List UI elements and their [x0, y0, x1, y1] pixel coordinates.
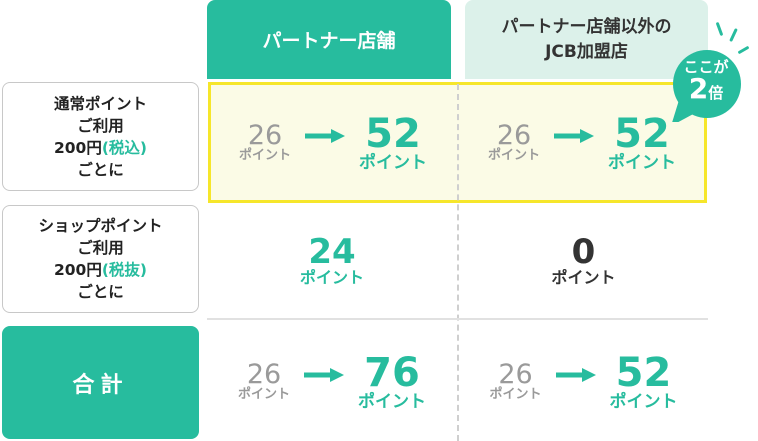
points-from: 26 ポイント	[488, 122, 540, 163]
points-shop: 0 ポイント	[551, 235, 615, 287]
points-unit: ポイント	[358, 391, 426, 412]
points-shop: 24 ポイント	[300, 235, 364, 287]
row-label-line: ごとに	[77, 160, 124, 179]
row-divider	[207, 318, 708, 320]
row-label-tax-note: (税込)	[101, 138, 148, 157]
row-label-total: 合計	[2, 326, 199, 439]
speech-bubble-icon	[672, 50, 741, 122]
cell-shop-other: 0 ポイント	[459, 206, 708, 316]
points-unit: ポイント	[359, 152, 427, 173]
badge-line2: 2倍	[669, 75, 743, 106]
points-unit: ポイント	[489, 387, 542, 403]
points-unit: ポイント	[487, 148, 540, 164]
arrow-right-icon	[304, 368, 344, 382]
points-unit: ポイント	[237, 387, 290, 403]
total-label-text: 合計	[72, 372, 129, 398]
points-to: 52 ポイント	[359, 114, 427, 173]
row-label-line: ごとに	[77, 283, 124, 301]
arrow-right-icon	[555, 368, 596, 382]
row-label-line: ご利用	[77, 239, 124, 257]
points-value: 52	[614, 110, 670, 157]
badge-multiplier: 2	[688, 72, 709, 105]
sparkle-line-icon	[715, 21, 724, 37]
row-label-line: ショップポイント	[38, 217, 163, 235]
points-value: 52	[365, 110, 421, 157]
points-value: 0	[571, 232, 596, 273]
cell-total-other: 26 ポイント 52 ポイント	[459, 325, 708, 439]
points-from: 26 ポイント	[239, 122, 291, 163]
row-label-line: 200円(税抜)	[54, 259, 147, 281]
points-to: 52 ポイント	[608, 114, 676, 173]
points-unit: ポイント	[609, 391, 678, 412]
row-label-tax-note: (税抜)	[101, 261, 148, 279]
row-label-shop-points: ショップポイント ご利用 200円(税抜) ごとに	[2, 205, 199, 313]
points-unit: ポイント	[299, 268, 364, 288]
row-label-amount: 200円	[53, 261, 102, 279]
points-to: 76 ポイント	[358, 353, 426, 412]
badge-double-points: ここが 2倍	[669, 58, 743, 106]
header-other-merchants: パートナー店舗以外の JCB加盟店	[465, 0, 708, 79]
points-value: 26	[498, 359, 533, 391]
column-divider	[457, 84, 459, 441]
badge-line1: ここが	[683, 58, 729, 76]
row-label-normal-points: 通常ポイント ご利用 200円(税込) ごとに	[2, 82, 199, 191]
sparkle-line-icon	[729, 28, 738, 42]
header-partner-stores: パートナー店舗	[207, 0, 451, 79]
points-value: 26	[246, 359, 282, 391]
cell-normal-other: 26 ポイント 52 ポイント	[459, 86, 705, 200]
points-value: 26	[247, 120, 283, 152]
points-from: 26 ポイント	[238, 361, 290, 402]
header-partner-label: パートナー店舗	[262, 30, 396, 52]
points-to: 52 ポイント	[610, 353, 678, 412]
header-other-line1: パートナー店舗以外の	[501, 16, 672, 37]
arrow-right-icon	[305, 129, 345, 143]
arrow-right-icon	[554, 129, 594, 143]
points-unit: ポイント	[551, 268, 616, 288]
points-value: 52	[615, 349, 672, 396]
header-other-line2: JCB加盟店	[545, 41, 628, 62]
cell-total-partner: 26 ポイント 76 ポイント	[207, 325, 457, 439]
points-value: 26	[496, 120, 532, 152]
row-label-amount: 200円	[53, 138, 102, 157]
points-value: 76	[364, 349, 420, 396]
row-label-line: 通常ポイント	[53, 94, 147, 113]
cell-shop-partner: 24 ポイント	[207, 206, 457, 316]
points-unit: ポイント	[608, 152, 676, 173]
row-label-line: 200円(税込)	[54, 137, 147, 159]
points-unit: ポイント	[238, 148, 291, 164]
row-label-line: ご利用	[77, 116, 124, 135]
points-from: 26 ポイント	[489, 361, 541, 402]
points-value: 24	[308, 232, 356, 273]
badge-suffix: 倍	[708, 84, 724, 102]
cell-normal-partner: 26 ポイント 52 ポイント	[210, 86, 456, 200]
